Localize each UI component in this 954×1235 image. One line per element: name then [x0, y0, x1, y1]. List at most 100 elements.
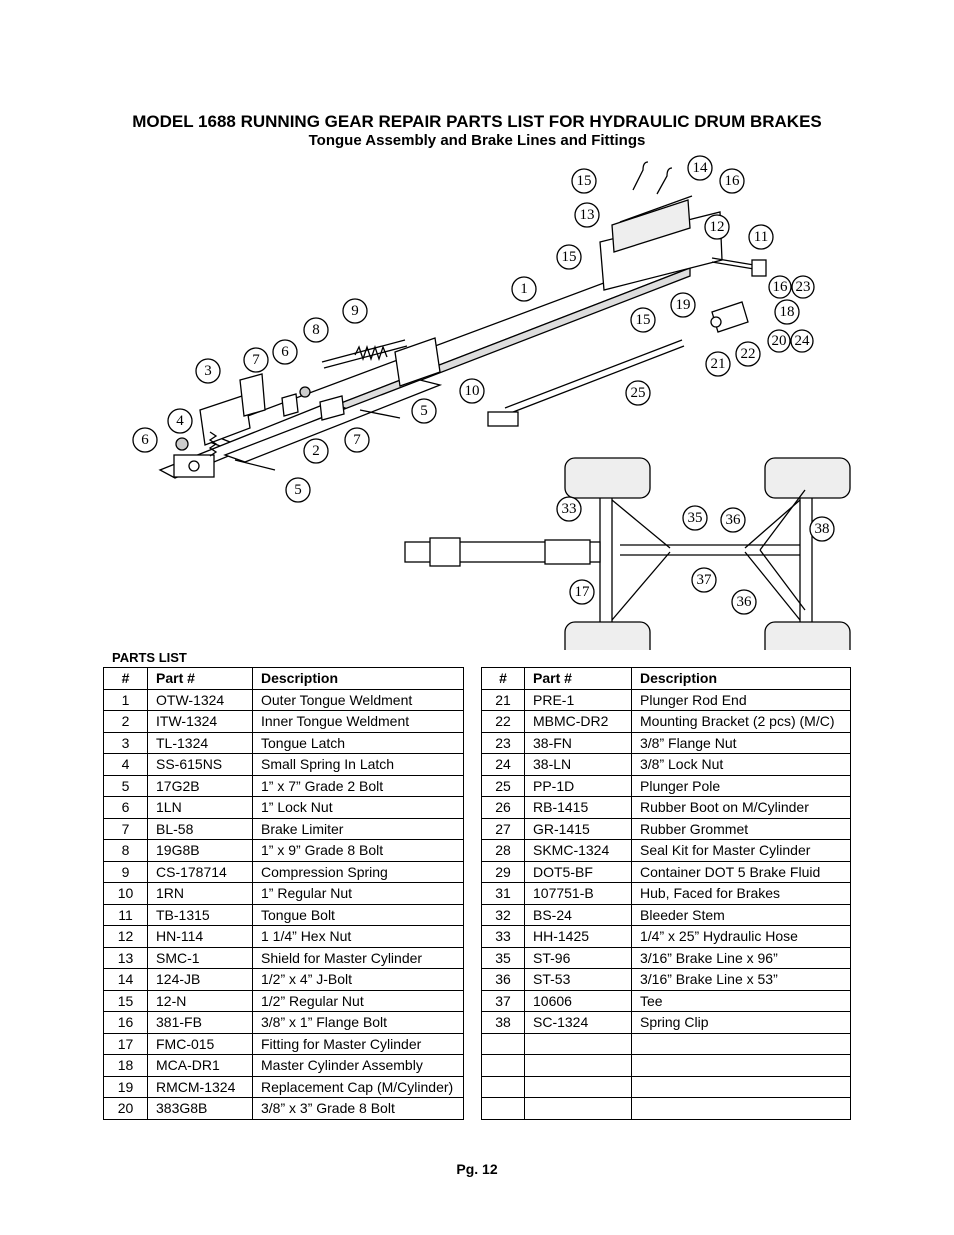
cell-item-number: 9: [103, 860, 148, 883]
svg-text:19: 19: [676, 297, 691, 313]
cell-part-number: 1RN: [147, 882, 253, 905]
callout-7b: 7: [344, 427, 370, 453]
cell-description: Tee: [631, 989, 851, 1012]
callout-15c: 15: [630, 307, 656, 333]
cell-description: Container DOT 5 Brake Fluid: [631, 860, 851, 883]
callout-8: 8: [303, 317, 329, 343]
cell-part-number: 381-FB: [147, 1011, 253, 1034]
svg-text:13: 13: [580, 207, 595, 223]
cell-description: Compression Spring: [252, 860, 464, 883]
callout-1: 1: [511, 276, 537, 302]
svg-text:15: 15: [636, 312, 651, 328]
callout-6b: 6: [272, 339, 298, 365]
column-header-description: Description: [252, 667, 464, 690]
cell-description: Hub, Faced for Brakes: [631, 882, 851, 905]
table-row: [481, 1054, 851, 1077]
svg-text:21: 21: [711, 356, 726, 372]
cell-description: Bleeder Stem: [631, 903, 851, 926]
column-header-description: Description: [631, 667, 851, 690]
callout-33: 33: [556, 496, 582, 522]
cell-part-number: 12-N: [147, 989, 253, 1012]
cell-item-number: 37: [481, 989, 525, 1012]
callout-21: 21: [705, 351, 731, 377]
cell-part-number: HN-114: [147, 925, 253, 948]
cell-part-number: SS-615NS: [147, 753, 253, 776]
callout-17: 17: [569, 579, 595, 605]
svg-text:2: 2: [312, 443, 320, 459]
cell-item-number: 26: [481, 796, 525, 819]
callout-9: 9: [342, 298, 368, 324]
exploded-view-drawing: [158, 161, 851, 650]
cell-item-number: 11: [103, 903, 148, 926]
svg-text:16: 16: [725, 173, 741, 189]
cell-part-number: 17G2B: [147, 774, 253, 797]
cell-item-number: 6: [103, 796, 148, 819]
page-title: MODEL 1688 RUNNING GEAR REPAIR PARTS LIS…: [132, 112, 822, 131]
cell-description: 1” x 9” Grade 8 Bolt: [252, 839, 464, 862]
cell-part-number: TL-1324: [147, 731, 253, 754]
cell-description: 1 1/4” Hex Nut: [252, 925, 464, 948]
svg-text:17: 17: [575, 584, 591, 600]
callout-20: 20: [767, 329, 791, 353]
table-header-row: # Part # Description: [481, 667, 851, 690]
cell-description: Spring Clip: [631, 1011, 851, 1034]
cell-description: 1” Regular Nut: [252, 882, 464, 905]
cell-item-number: 27: [481, 817, 525, 840]
cell-part-number: FMC-015: [147, 1032, 253, 1055]
cell-description: Rubber Boot on M/Cylinder: [631, 796, 851, 819]
svg-text:33: 33: [562, 501, 577, 517]
cell-item-number: 24: [481, 753, 525, 776]
cell-item-number: [481, 1032, 525, 1055]
cell-description: Shield for Master Cylinder: [252, 946, 464, 969]
cell-part-number: 1LN: [147, 796, 253, 819]
svg-text:38: 38: [815, 521, 830, 537]
column-header-part: Part #: [524, 667, 632, 690]
cell-part-number: MBMC-DR2: [524, 710, 632, 733]
cell-description: [631, 1075, 851, 1098]
cell-part-number: [524, 1054, 632, 1077]
svg-text:25: 25: [631, 385, 646, 401]
callout-16b: 16: [768, 275, 792, 299]
svg-text:24: 24: [795, 333, 811, 349]
column-header-number: #: [481, 667, 525, 690]
svg-text:14: 14: [693, 160, 709, 176]
svg-text:3: 3: [204, 363, 212, 379]
callout-19: 19: [670, 292, 696, 318]
part-callouts: 1 2 3 4 5 5 6 6 7 7 8 9 10 11 12 13 14 1…: [132, 155, 835, 615]
cell-part-number: RB-1415: [524, 796, 632, 819]
tongue-assembly-diagram: 1 2 3 4 5 5 6 6 7 7 8 9 10 11 12 13 14 1…: [132, 155, 851, 650]
cell-description: Mounting Bracket (2 pcs) (M/C): [631, 710, 851, 733]
callout-18: 18: [774, 299, 800, 325]
callout-23: 23: [791, 275, 815, 299]
cell-description: [631, 1054, 851, 1077]
cell-item-number: [481, 1075, 525, 1098]
svg-text:4: 4: [176, 413, 184, 429]
callout-36b: 36: [731, 589, 757, 615]
svg-text:36: 36: [726, 512, 742, 528]
cell-item-number: 29: [481, 860, 525, 883]
svg-text:11: 11: [754, 229, 768, 245]
cell-item-number: 33: [481, 925, 525, 948]
table-row: [481, 1075, 851, 1098]
cell-part-number: 10606: [524, 989, 632, 1012]
callout-36a: 36: [720, 507, 746, 533]
cell-item-number: 18: [103, 1054, 148, 1077]
svg-text:15: 15: [577, 173, 592, 189]
callout-4: 4: [167, 408, 193, 434]
